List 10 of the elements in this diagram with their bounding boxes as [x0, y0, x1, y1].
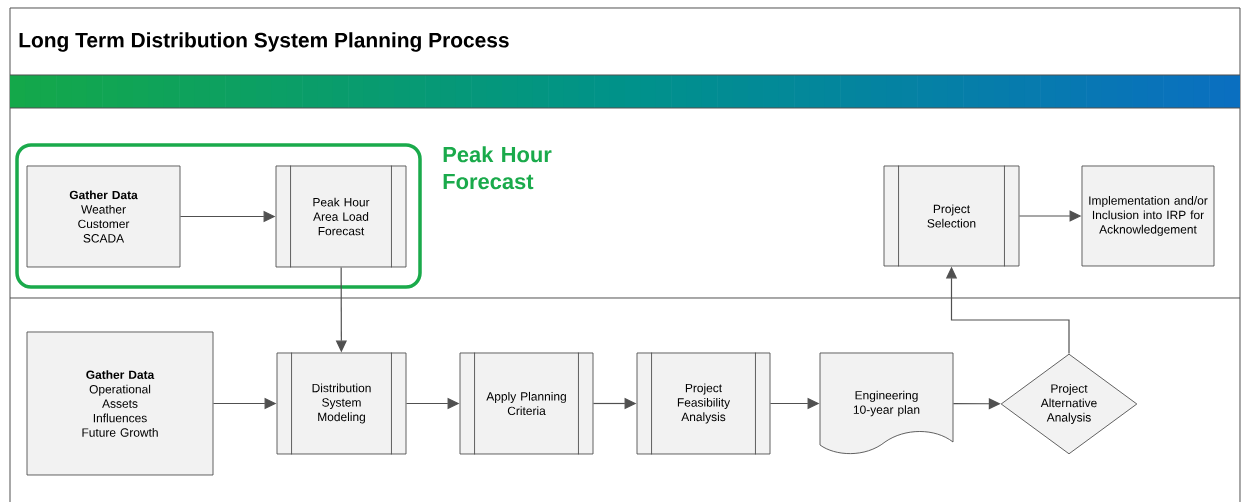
subprocess-box: Apply Planning Criteria [459, 352, 594, 455]
subprocess-box: Project Selection [883, 165, 1020, 267]
subprocess-box: Peak Hour Area Load Forecast [275, 165, 407, 268]
process-box: Gather Data Operational Assets Influences Future Growth [26, 331, 214, 476]
group-heading: Peak Hour Forecast [443, 146, 552, 190]
subprocess-box: Distribution System Modeling [276, 352, 407, 455]
subprocess-box: Project Feasibility Analysis [636, 352, 771, 455]
process-box: Gather Data Weather Customer SCADA [26, 165, 181, 268]
title: Long Term Distribution System Planning Process [19, 32, 509, 52]
process-box: Implementation and/or Inclusion into IRP for Acknowledgement [1081, 165, 1215, 267]
